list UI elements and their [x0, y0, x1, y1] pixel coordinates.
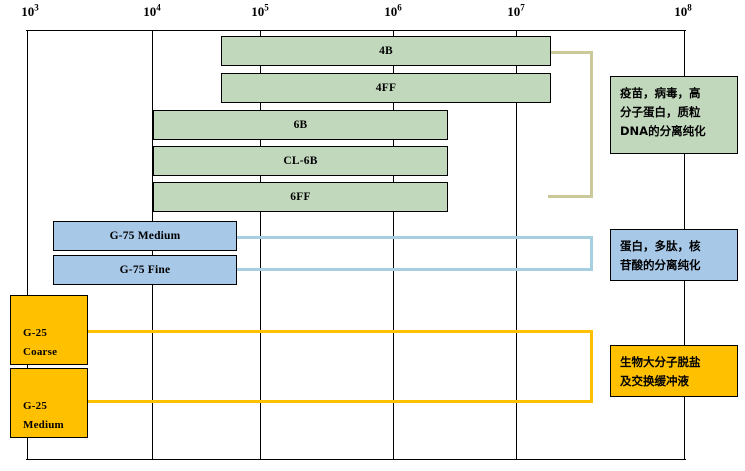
gridline-3	[260, 30, 261, 460]
axis-tick-mantissa-6: 10	[674, 4, 688, 19]
bar-g75-medium[interactable]: G-75 Medium	[53, 221, 237, 251]
legend-blue-line1: 蛋白，多肽，核	[620, 239, 701, 253]
bar-label: G-75 Medium	[109, 230, 181, 242]
bar-label: 6B	[293, 119, 308, 131]
bar-label: 4FF	[375, 82, 397, 94]
bar-g25-medium[interactable]: G-25 Medium	[10, 368, 88, 438]
axis-tick-exponent-5: 7	[520, 2, 525, 13]
legend-green-line3: DNA的分离纯化	[620, 123, 706, 138]
x-axis-line	[26, 30, 686, 31]
bar-label-line2: Coarse	[23, 346, 58, 359]
gridline-4	[393, 30, 394, 460]
axis-tick-label-6: 108	[674, 2, 692, 20]
axis-tick-exponent-2: 4	[156, 2, 161, 13]
axis-tick-label-3: 105	[251, 2, 269, 20]
bar-label: 6FF	[290, 191, 311, 203]
axis-tick-exponent-3: 5	[264, 2, 269, 13]
axis-tick-exponent-4: 6	[397, 2, 402, 13]
connector-blue	[233, 236, 593, 271]
axis-tick-mantissa-3: 10	[251, 4, 265, 19]
bar-4b[interactable]: 4B	[221, 36, 551, 66]
bar-label-line1: G-25	[23, 400, 48, 412]
legend-gold-line1: 生物大分子脱盐	[620, 355, 701, 369]
axis-tick-mantissa-1: 10	[21, 4, 35, 19]
legend-blue-line2: 苷酸的分离纯化	[620, 257, 701, 272]
connector-gold	[84, 330, 593, 403]
bar-4ff[interactable]: 4FF	[221, 73, 551, 103]
legend-gold-line2: 及交换缓冲液	[620, 373, 689, 388]
bar-6ff[interactable]: 6FF	[153, 182, 448, 212]
axis-tick-exponent-6: 8	[687, 2, 692, 13]
axis-tick-mantissa-2: 10	[143, 4, 157, 19]
connector-green	[548, 51, 593, 198]
bar-g25-coarse[interactable]: G-25 Coarse	[10, 295, 88, 365]
axis-tick-label-1: 103	[21, 2, 39, 20]
legend-box-green: 疫苗，病毒，高 分子蛋白，质粒 DNA的分离纯化	[610, 76, 738, 154]
bar-label-line1: G-25	[23, 327, 48, 339]
legend-green-line1: 疫苗，病毒，高	[620, 86, 701, 100]
axis-tick-label-5: 107	[507, 2, 525, 20]
axis-tick-mantissa-4: 10	[384, 4, 398, 19]
bar-label: G-75 Fine	[119, 264, 171, 276]
legend-green-line2: 分子蛋白，质粒	[620, 104, 701, 119]
axis-tick-label-4: 106	[384, 2, 402, 20]
bar-label: 4B	[379, 45, 393, 57]
axis-tick-mantissa-5: 10	[507, 4, 521, 19]
axis-tick-label-2: 104	[143, 2, 161, 20]
axis-tick-exponent-1: 3	[34, 2, 39, 13]
bar-label-line2: Medium	[23, 419, 64, 432]
legend-box-blue: 蛋白，多肽，核 苷酸的分离纯化	[610, 229, 738, 281]
plot-bottom-border	[26, 459, 686, 460]
bar-label: CL-6B	[283, 155, 318, 167]
bar-6b[interactable]: 6B	[153, 110, 448, 140]
legend-box-gold: 生物大分子脱盐 及交换缓冲液	[610, 345, 738, 397]
gridline-1	[27, 30, 28, 460]
bar-g75-fine[interactable]: G-75 Fine	[53, 255, 237, 285]
bar-cl-6b[interactable]: CL-6B	[153, 146, 448, 176]
gridline-5	[516, 30, 517, 460]
